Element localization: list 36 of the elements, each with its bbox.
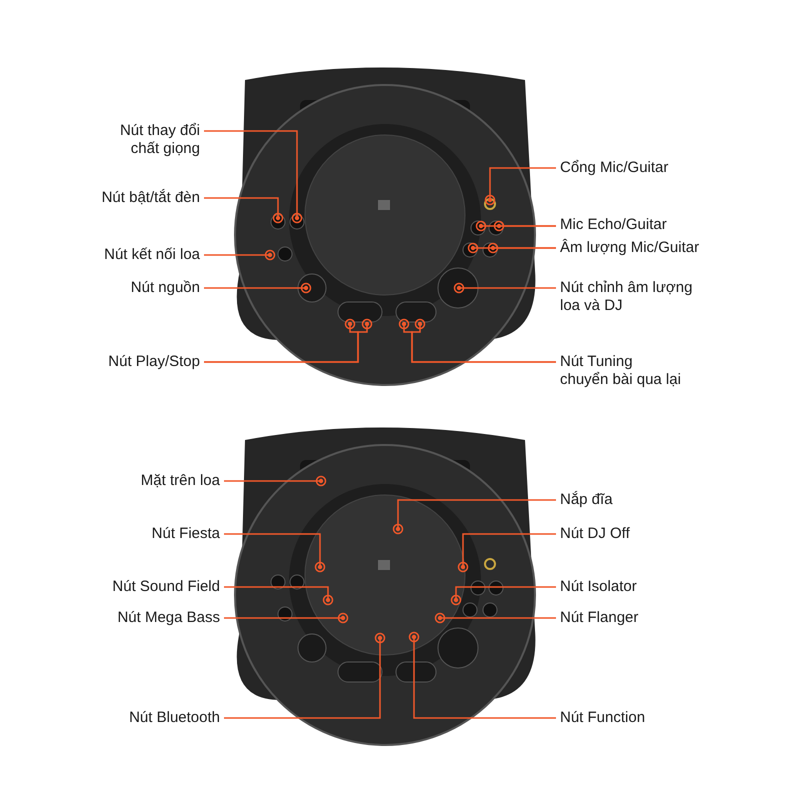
leader-line — [484, 167, 556, 206]
callout-label: Cổng Mic/Guitar — [560, 159, 760, 177]
callout-label: Nút Play/Stop — [50, 353, 200, 371]
leader-line — [204, 282, 312, 294]
callout-label: Nút Tuning chuyển bài qua lại — [560, 353, 683, 389]
leader-line — [224, 533, 326, 572]
callout-label: Mặt trên loa — [70, 472, 220, 490]
callout-label: Nút thay đổi chất giọng — [95, 122, 200, 158]
leader-line — [454, 282, 556, 294]
callout-label: Nút Fiesta — [70, 525, 220, 543]
callout-label: Nút nguồn — [50, 279, 200, 297]
callout-label: Nút bật/tắt đèn — [50, 189, 200, 207]
leader-line — [224, 476, 326, 486]
callout-label: Nút kết nối loa — [50, 246, 200, 264]
leader-line — [434, 612, 556, 624]
callout-label: Nút Bluetooth — [50, 709, 220, 727]
leader-line — [450, 586, 556, 606]
leader-line — [224, 632, 386, 719]
callout-label: Nút DJ Off — [560, 525, 760, 543]
callout-label: Nút Mega Bass — [50, 609, 220, 627]
leader-line — [204, 197, 284, 224]
callout-label: Nắp đĩa — [560, 491, 760, 509]
leader-line — [204, 250, 276, 260]
callout-label: Nút Function — [560, 709, 760, 727]
leader-line — [494, 220, 556, 232]
callout-label: Nút Sound Field — [50, 578, 220, 596]
callout-label: Âm lượng Mic/Guitar — [560, 239, 770, 257]
leader-line — [488, 242, 556, 254]
callout-label: Nút Isolator — [560, 578, 760, 596]
leader-line — [204, 130, 302, 224]
leader-line — [408, 632, 556, 719]
callout-label: Nút Flanger — [560, 609, 760, 627]
callout-label: Mic Echo/Guitar — [560, 216, 760, 234]
leader-line — [458, 533, 556, 572]
callout-label: Nút chỉnh âm lượng loa và DJ — [560, 279, 705, 315]
leader-line — [392, 499, 556, 534]
